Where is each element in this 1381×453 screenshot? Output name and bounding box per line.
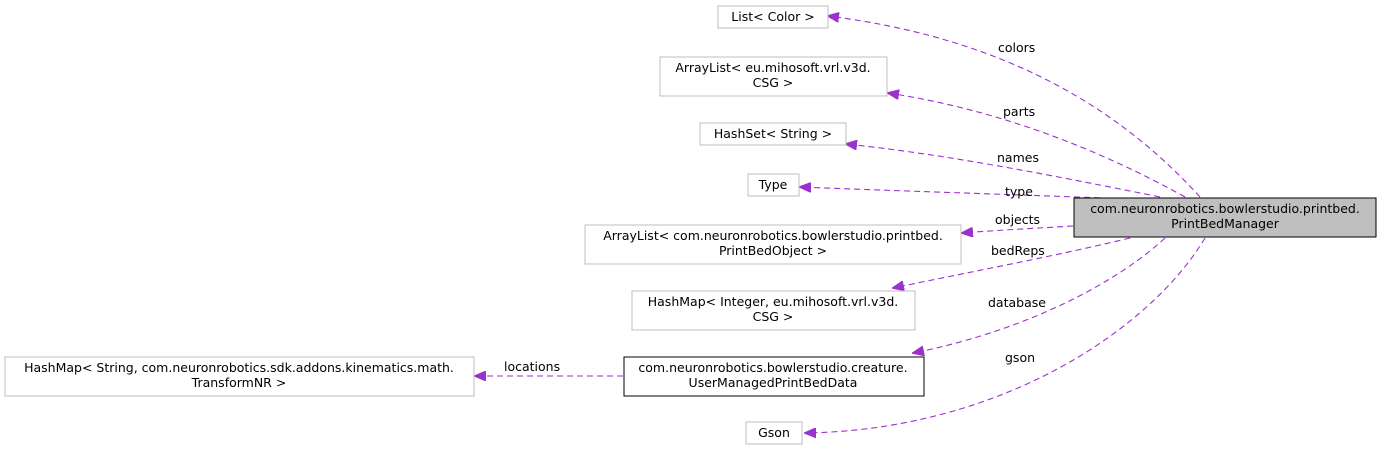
node-hashmap-string-transform-line2: TransformNR > xyxy=(191,375,287,390)
node-arraylist-printbedobject[interactable]: ArrayList< com.neuronrobotics.bowlerstud… xyxy=(584,224,962,265)
node-arraylist-csg-line2: CSG > xyxy=(753,75,794,90)
node-main[interactable]: com.neuronrobotics.bowlerstudio.printbed… xyxy=(1073,197,1377,238)
node-hashmap-integer-csg[interactable]: HashMap< Integer, eu.mihosoft.vrl.v3d. C… xyxy=(631,290,916,331)
edge-label-names: names xyxy=(997,150,1039,165)
node-list-color-label: List< Color > xyxy=(731,9,814,24)
node-main-line1: com.neuronrobotics.bowlerstudio.printbed… xyxy=(1090,201,1360,216)
edge-label-parts: parts xyxy=(1003,104,1035,119)
edge-colors xyxy=(828,16,1201,198)
edge-gson xyxy=(805,237,1206,433)
node-arraylist-csg[interactable]: ArrayList< eu.mihosoft.vrl.v3d. CSG > xyxy=(659,56,888,97)
edge-label-bedreps: bedReps xyxy=(991,243,1045,258)
node-type-label: Type xyxy=(758,177,788,192)
edge-type xyxy=(800,187,1131,200)
edge-objects xyxy=(962,225,1074,233)
node-hashset-string-label: HashSet< String > xyxy=(714,126,832,141)
node-hashmap-integer-csg-line2: CSG > xyxy=(753,309,794,324)
node-hashset-string[interactable]: HashSet< String > xyxy=(699,122,847,146)
edge-label-database: database xyxy=(988,295,1046,310)
edge-bedreps xyxy=(893,237,1131,288)
edge-names xyxy=(846,144,1161,198)
node-main-line2: PrintBedManager xyxy=(1171,216,1280,231)
node-usermanaged-line2: UserManagedPrintBedData xyxy=(689,375,858,390)
edge-labels: colors parts names type objects bedReps … xyxy=(504,40,1046,374)
node-hashmap-integer-csg-line1: HashMap< Integer, eu.mihosoft.vrl.v3d. xyxy=(648,294,899,309)
node-list-color[interactable]: List< Color > xyxy=(717,5,829,29)
edge-label-colors: colors xyxy=(998,40,1035,55)
node-arraylist-printbedobject-line2: PrintBedObject > xyxy=(719,243,827,258)
edge-parts xyxy=(888,93,1186,198)
node-type[interactable]: Type xyxy=(747,173,800,197)
node-hashmap-string-transform[interactable]: HashMap< String, com.neuronrobotics.sdk.… xyxy=(4,356,475,397)
node-usermanaged[interactable]: com.neuronrobotics.bowlerstudio.creature… xyxy=(623,356,925,397)
node-arraylist-csg-line1: ArrayList< eu.mihosoft.vrl.v3d. xyxy=(675,60,870,75)
edges xyxy=(475,16,1206,433)
node-usermanaged-line1: com.neuronrobotics.bowlerstudio.creature… xyxy=(638,360,907,375)
node-gson-label: Gson xyxy=(758,425,790,440)
edge-label-gson: gson xyxy=(1005,350,1035,365)
node-hashmap-string-transform-line1: HashMap< String, com.neuronrobotics.sdk.… xyxy=(24,360,454,375)
edge-label-type: type xyxy=(1005,184,1033,199)
node-arraylist-printbedobject-line1: ArrayList< com.neuronrobotics.bowlerstud… xyxy=(603,228,943,243)
edge-label-objects: objects xyxy=(995,212,1040,227)
edge-database xyxy=(913,237,1166,353)
node-gson[interactable]: Gson xyxy=(745,421,803,445)
edge-label-locations: locations xyxy=(504,359,560,374)
